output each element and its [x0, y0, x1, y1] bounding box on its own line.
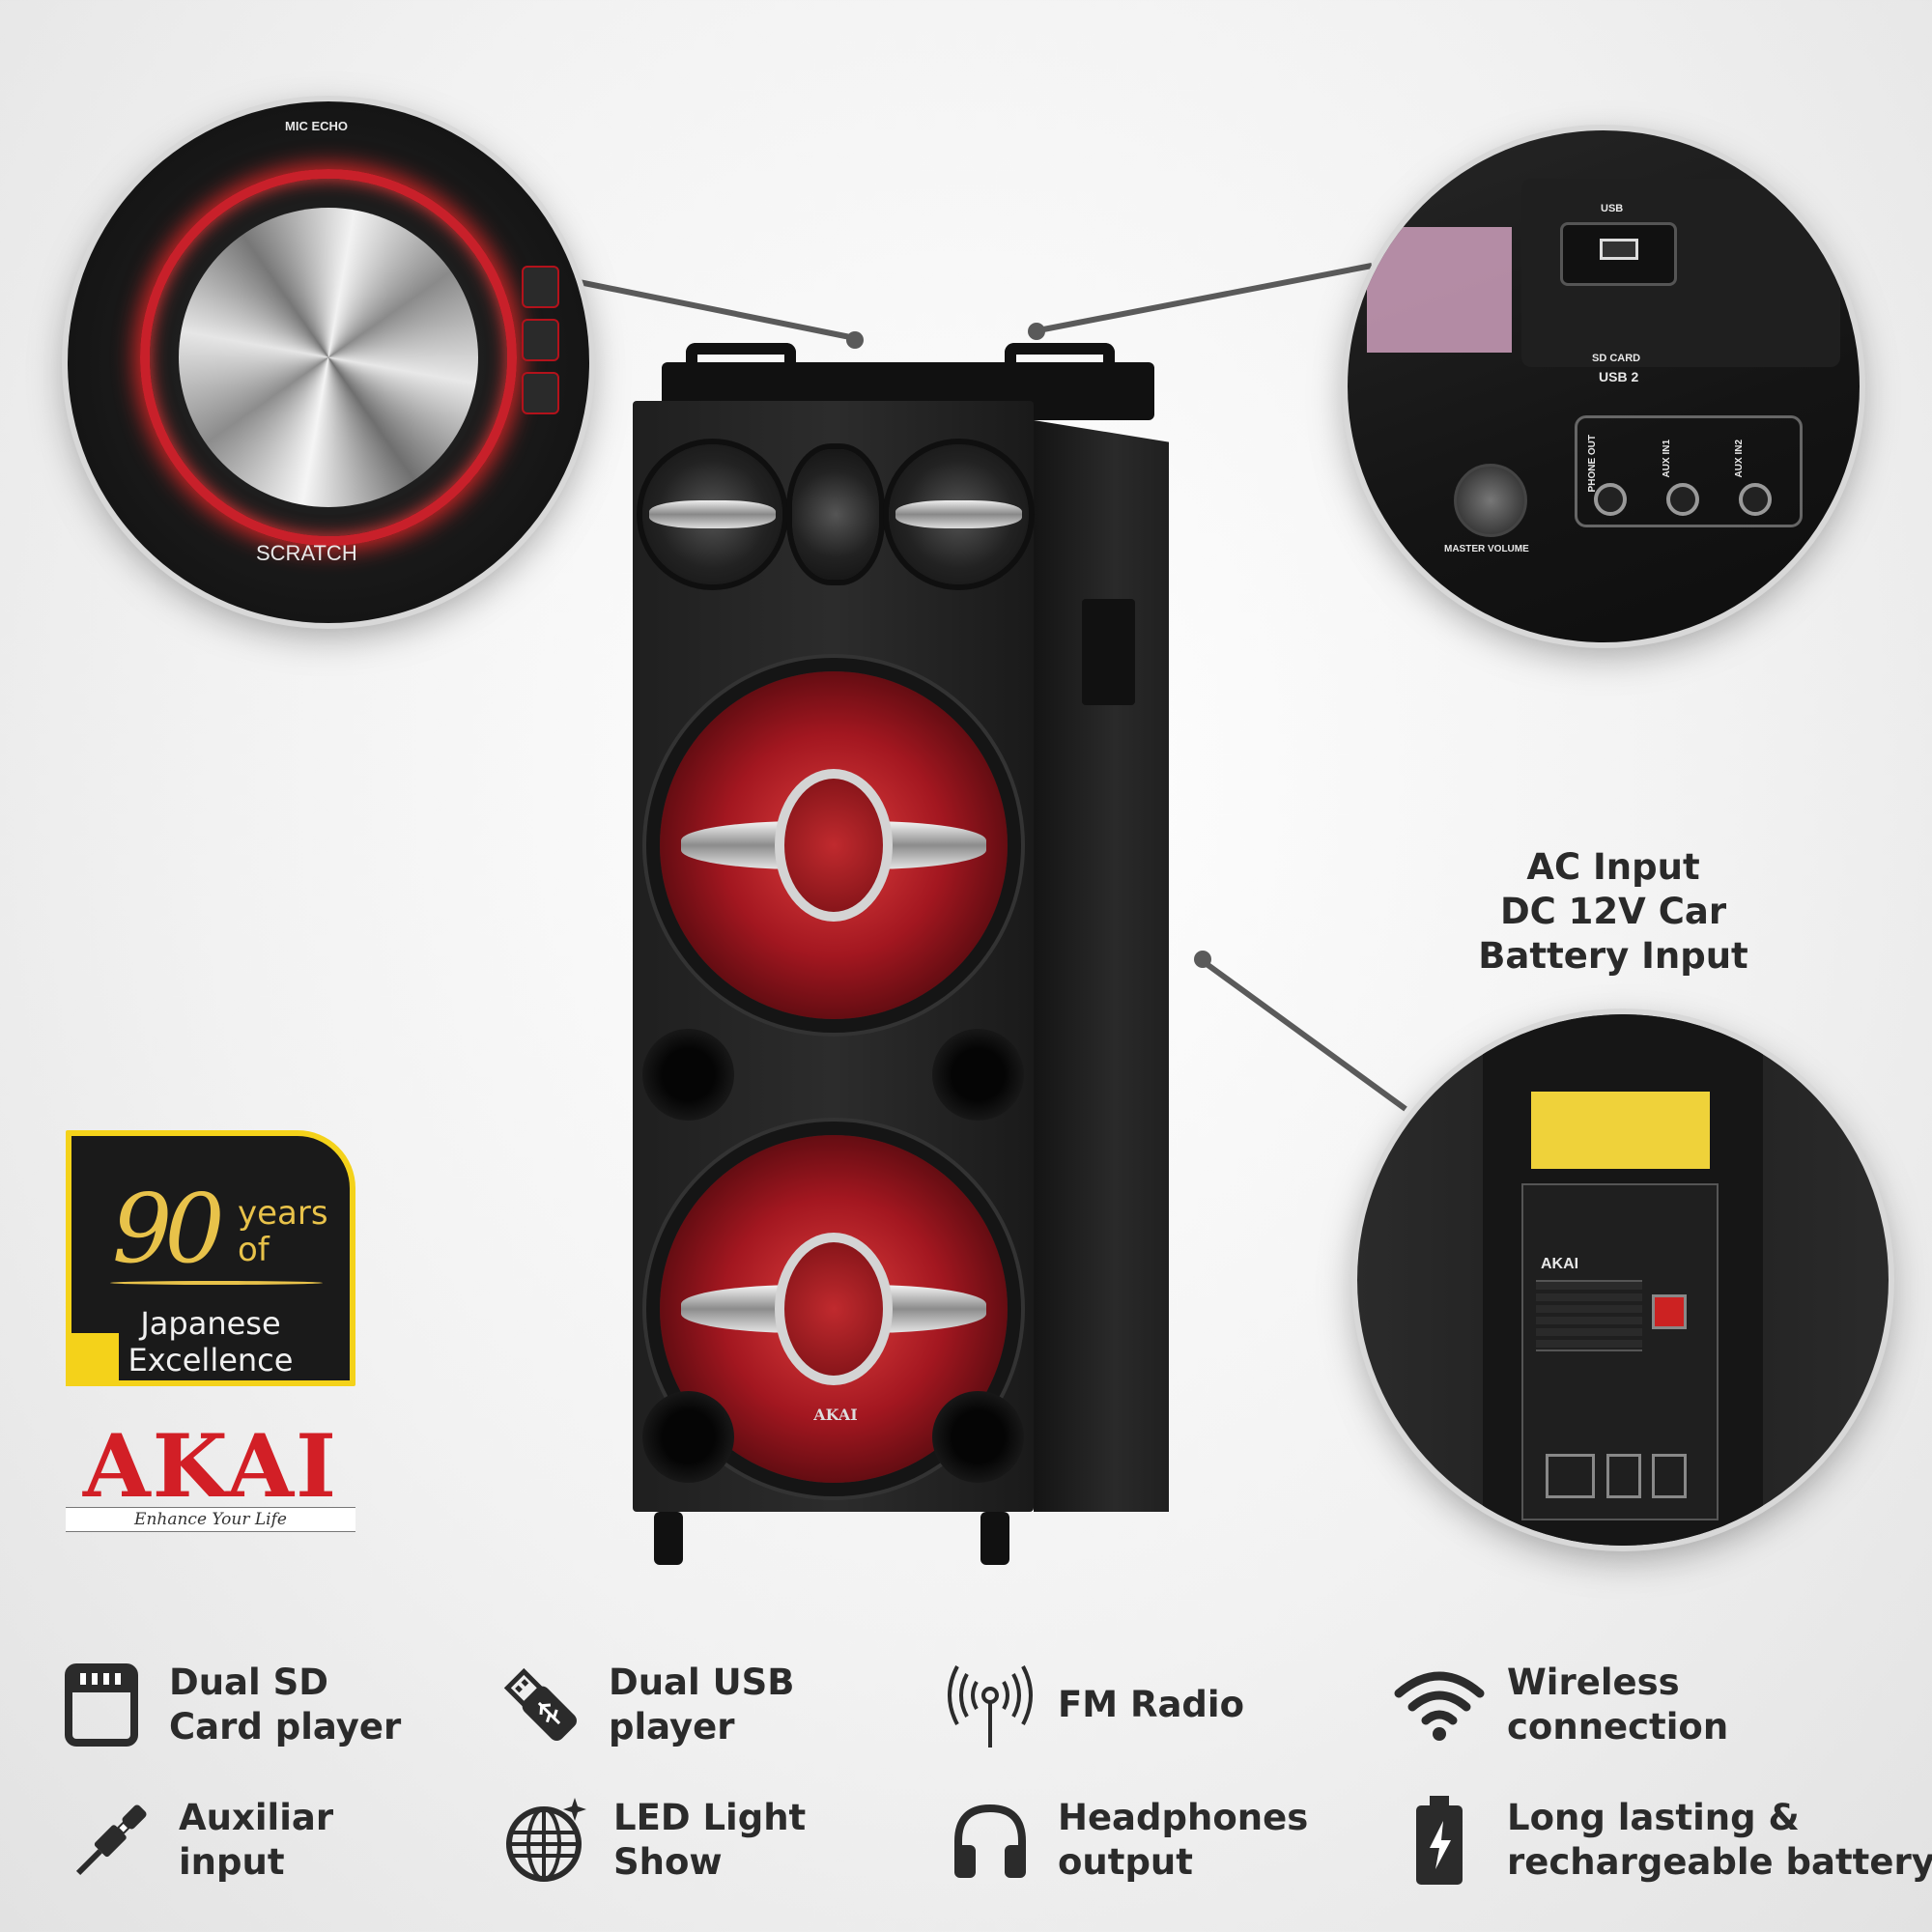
- ac-input-line: DC 12V Car: [1499, 891, 1727, 932]
- foot: [980, 1512, 1009, 1565]
- back-panel-zoom: AKAI: [1357, 1014, 1889, 1546]
- logo-corner-accent: [66, 1333, 119, 1386]
- usb-stick-icon: [493, 1657, 589, 1753]
- ac-input-callout: AC Input DC 12V Car Battery Input: [1449, 845, 1777, 979]
- ac-input-socket: [1546, 1454, 1595, 1498]
- side-handle: [1082, 599, 1135, 705]
- foot: [654, 1512, 683, 1565]
- warning-sticker: [1531, 1092, 1710, 1169]
- jack-panel: [1575, 415, 1803, 527]
- master-volume-knob: [1454, 464, 1527, 537]
- party-speaker-product: AKAI: [633, 343, 1169, 1570]
- feature-line: FM Radio: [1058, 1684, 1245, 1725]
- bass-port: [932, 1029, 1024, 1121]
- aux-in1-label: AUX IN1: [1662, 440, 1672, 478]
- woofer-bottom: [660, 1135, 1008, 1483]
- logo-of: of: [238, 1231, 270, 1269]
- mid-speaker: [792, 449, 879, 580]
- usb-sd-panel-zoom: USB SD CARD USB 2 PHONE OUT AUX IN1 AUX …: [1348, 130, 1860, 642]
- feature-line: LED Light: [613, 1797, 807, 1838]
- aux-in2-jack: [1739, 483, 1772, 516]
- feature-line: input: [179, 1841, 285, 1883]
- radio-antenna-icon: [942, 1657, 1038, 1753]
- ac-input-line: AC Input: [1526, 846, 1700, 888]
- phone-out-label: PHONE OUT: [1587, 435, 1598, 493]
- scratch-label: SCRATCH: [256, 541, 357, 565]
- logo-swoosh: [110, 1281, 323, 1285]
- feature-battery: Long lasting &rechargeable battery: [1391, 1792, 1932, 1889]
- carry-handle: [1005, 343, 1115, 398]
- spec-plate: [1536, 1280, 1642, 1351]
- feature-line: Wireless: [1507, 1662, 1680, 1703]
- tweeter-right: [889, 444, 1029, 584]
- akai-tagline: Enhance Your Life: [66, 1507, 355, 1532]
- aux-in1-jack: [1666, 483, 1699, 516]
- feature-line: rechargeable battery: [1507, 1841, 1932, 1883]
- wifi-icon: [1391, 1657, 1488, 1753]
- aux-jack-icon: [63, 1792, 159, 1889]
- bass-port: [642, 1029, 734, 1121]
- carry-handle: [686, 343, 796, 398]
- dc-input-socket: [1652, 1294, 1687, 1329]
- feature-line: Dual SD: [169, 1662, 328, 1703]
- disco-ball-icon: [497, 1792, 594, 1889]
- preset-button: [522, 319, 559, 361]
- feature-line: connection: [1507, 1706, 1729, 1747]
- headphones-icon: [942, 1792, 1038, 1889]
- back-brand-label: AKAI: [1541, 1256, 1579, 1272]
- akai-wordmark: AKAI: [82, 1415, 339, 1518]
- logo-tagline: Japanese Excellence: [71, 1305, 350, 1378]
- preset-button: [522, 266, 559, 308]
- usb-label: USB: [1601, 203, 1624, 214]
- feature-line: Long lasting &: [1507, 1797, 1800, 1838]
- phone-out-jack: [1594, 483, 1627, 516]
- tweeter-left: [642, 444, 782, 584]
- display-screen: [1367, 227, 1512, 353]
- mic-echo-label: MIC ECHO: [285, 119, 348, 133]
- usb2-label: USB 2: [1599, 369, 1639, 384]
- preset-button: [522, 372, 559, 414]
- logo-line-japanese: Japanese: [140, 1305, 281, 1342]
- feature-line: Auxiliar: [179, 1797, 334, 1838]
- sd-card-icon: [53, 1657, 150, 1753]
- sd-card-label: SD CARD: [1592, 353, 1641, 364]
- feature-line: output: [1058, 1841, 1193, 1883]
- bass-port: [642, 1391, 734, 1483]
- speaker-cabinet-side: [1034, 420, 1169, 1512]
- logo-number: 90: [112, 1175, 225, 1285]
- usb-port: [1560, 222, 1677, 286]
- scratch-led-ring: [140, 169, 517, 546]
- ac-input-line: Battery Input: [1478, 935, 1748, 977]
- dc-switch: [1652, 1454, 1687, 1498]
- scratch-metal-disc: [179, 208, 478, 507]
- feature-line: Show: [613, 1841, 723, 1883]
- feature-line: player: [609, 1706, 735, 1747]
- feature-line: Card player: [169, 1706, 402, 1747]
- battery-icon: [1391, 1792, 1488, 1889]
- logo-line-excellence: Excellence: [128, 1342, 294, 1378]
- power-switch: [1606, 1454, 1641, 1498]
- aux-in2-label: AUX IN2: [1734, 440, 1745, 478]
- woofer-top: [660, 671, 1008, 1019]
- feature-line: Dual USB: [609, 1662, 795, 1703]
- speaker-brand-label: AKAI: [813, 1406, 858, 1424]
- feature-line: Headphones: [1058, 1797, 1309, 1838]
- bass-port: [932, 1391, 1024, 1483]
- master-volume-label: MASTER VOLUME: [1444, 544, 1529, 554]
- scratch-wheel-zoom: MIC ECHO SCRATCH: [68, 101, 589, 623]
- logo-years: years: [238, 1194, 328, 1233]
- feature-fm-radio: FM Radio: [942, 1657, 1244, 1753]
